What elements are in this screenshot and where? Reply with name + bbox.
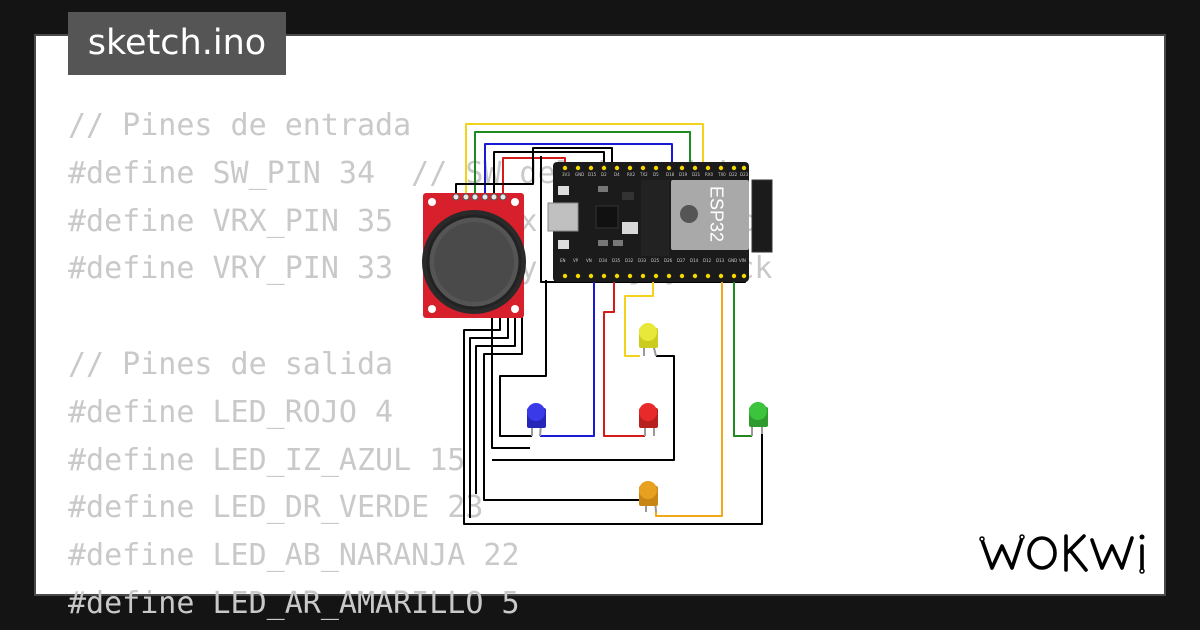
file-tab[interactable]: sketch.ino: [68, 12, 286, 75]
svg-text:D35: D35: [612, 258, 621, 263]
svg-text:VN: VN: [586, 258, 592, 263]
joystick-module[interactable]: [422, 193, 526, 318]
svg-text:D5: D5: [653, 172, 659, 177]
smd-component: [622, 192, 634, 200]
usb-uart-chip: [595, 205, 619, 229]
code-line: // Pines de salida: [68, 346, 394, 382]
espressif-logo-icon: [680, 205, 698, 223]
usb-port: [547, 202, 579, 232]
led-yellow[interactable]: [639, 323, 658, 357]
svg-text:GND: GND: [728, 258, 737, 263]
svg-text:D18: D18: [666, 172, 675, 177]
code-line: #define LED_AR_AMARILLO 5: [68, 585, 520, 621]
esp32-module: [671, 180, 749, 250]
svg-text:D25: D25: [651, 258, 660, 263]
svg-text:D33: D33: [638, 258, 647, 263]
wire-green-gnd: [474, 131, 691, 194]
svg-text:D32: D32: [625, 258, 634, 263]
regulator: [622, 222, 638, 234]
code-line: #define LED_ROJO 4: [68, 394, 394, 430]
wire-black-vry: [493, 151, 605, 194]
bottom-header-pins: [562, 273, 747, 279]
wire-yellow-d5: [624, 270, 654, 357]
mount-hole: [511, 198, 519, 206]
svg-text:3V3: 3V3: [562, 172, 570, 177]
svg-text:D34: D34: [599, 258, 608, 263]
boot-button[interactable]: [558, 240, 569, 249]
svg-text:D19: D19: [679, 172, 688, 177]
svg-text:D26: D26: [664, 258, 673, 263]
top-header-pins: [562, 165, 747, 171]
svg-text:D23: D23: [740, 172, 749, 177]
en-button[interactable]: [558, 186, 569, 195]
code-line: // Pines de entrada: [68, 108, 412, 143]
mount-hole: [511, 305, 519, 313]
joystick-pins: [452, 193, 507, 201]
led-orange[interactable]: [639, 481, 658, 513]
antenna: [751, 179, 773, 253]
svg-text:D4: D4: [614, 172, 620, 177]
svg-text:TX0: TX0: [717, 172, 726, 177]
joystick-cap: [434, 222, 514, 302]
wire-yellow-vcc: [465, 123, 704, 194]
preview-card: // Pines de entrada #define SW_PIN 34 // …: [34, 34, 1166, 621]
svg-text:VP: VP: [573, 258, 579, 263]
led-blue[interactable]: [527, 403, 546, 437]
pcb-trace-area: [641, 180, 669, 256]
wire-blue-vrx: [484, 143, 673, 194]
svg-text:D14: D14: [690, 258, 699, 263]
esp32-label: ESP32: [706, 186, 726, 242]
svg-text:D22: D22: [729, 172, 738, 177]
svg-text:D21: D21: [692, 172, 701, 177]
svg-text:D15: D15: [588, 172, 597, 177]
wire-black-6: [491, 300, 530, 449]
led-red[interactable]: [639, 403, 658, 436]
smd-component: [598, 186, 608, 192]
svg-text:RX2: RX2: [627, 172, 636, 177]
led-green[interactable]: [749, 402, 768, 436]
code-line: #define SW_PIN 34 // SW del joystick: [68, 155, 737, 191]
wire-orange-d22: [655, 270, 723, 517]
svg-text:D12: D12: [703, 258, 712, 263]
wire-green-d23: [733, 270, 752, 437]
code-line: #define LED_IZ_AZUL 15: [68, 442, 466, 478]
svg-text:D2: D2: [601, 172, 607, 177]
code-line: #define LED_DR_VERDE 23: [68, 490, 484, 526]
mount-hole: [428, 305, 436, 313]
wire-black-5: [499, 280, 547, 437]
svg-text:TX2: TX2: [639, 172, 648, 177]
wire-black-gnd-bus: [455, 147, 613, 194]
wokwi-logo: [979, 534, 1145, 574]
svg-text:VIN: VIN: [739, 258, 746, 263]
smd-component: [598, 240, 608, 246]
svg-text:EN: EN: [560, 258, 566, 263]
wire-red-d4: [603, 270, 645, 437]
wire-black-7: [492, 355, 675, 461]
svg-text:D27: D27: [677, 258, 686, 263]
wire-black-4: [463, 268, 763, 525]
top-pin-labels: 3V3 GND D15 D2 D4 RX2 TX2 D5 D18 D19 D21 RX0 T…: [562, 172, 749, 177]
bottom-pin-labels: EN VP VN D34 D35 D32 D33 D25 D26 D27 D14 D12 D…: [560, 258, 746, 263]
wire-blue-d15: [540, 270, 595, 437]
code-line: #define LED_AB_NARANJA 22: [68, 538, 520, 574]
svg-text:RX0: RX0: [705, 172, 714, 177]
svg-text:D13: D13: [716, 258, 725, 263]
svg-text:GND: GND: [575, 172, 584, 177]
smd-component: [613, 240, 623, 246]
mount-hole: [428, 198, 436, 206]
